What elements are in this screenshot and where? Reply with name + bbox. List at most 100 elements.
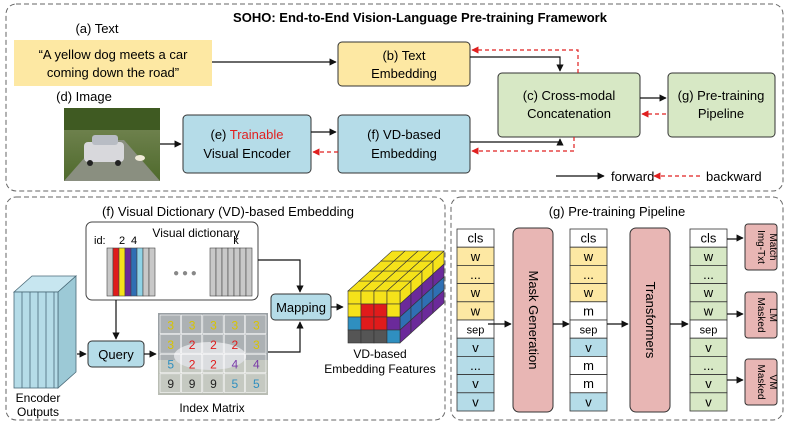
- matrix-cell: [181, 314, 203, 334]
- dictionary-id-label: id:: [94, 235, 106, 247]
- page-title: SOHO: End-to-End Vision-Language Pre-tra…: [233, 10, 608, 25]
- matrix-cell-value: 2: [210, 338, 217, 352]
- token-label: m: [583, 376, 594, 391]
- token-label: w: [583, 285, 594, 300]
- token-label: ...: [703, 358, 714, 373]
- matrix-cell: [223, 373, 245, 393]
- cube-front-cell: [373, 316, 388, 331]
- matrix-cell: [202, 334, 224, 354]
- top-panel: [5, 3, 784, 192]
- token-label: w: [703, 285, 714, 300]
- head-masked-vm: [744, 358, 778, 406]
- text-embedding-box: [337, 41, 471, 87]
- text-quote-box: [14, 40, 212, 86]
- cube-front-cell: [360, 329, 375, 344]
- pipeline-arrows: [488, 234, 744, 384]
- cube-front-cell: [360, 290, 375, 305]
- vd-panel-title: (f) Visual Dictionary (VD)-based Embeddi…: [102, 204, 354, 219]
- token-label: sep: [700, 325, 718, 337]
- dictionary-id-2: 2: [119, 235, 125, 247]
- matrix-cell-value: 9: [167, 377, 174, 391]
- token-label: ...: [583, 267, 594, 282]
- matrix-cell: [202, 314, 224, 334]
- visual-encoder-line2: Visual Encoder: [203, 146, 291, 161]
- cube-front-cell: [347, 303, 362, 318]
- matrix-cell-value: 3: [189, 318, 196, 332]
- token-label: w: [470, 249, 481, 264]
- mapping-label: Mapping: [276, 300, 326, 315]
- dictionary-entries-left: [106, 247, 156, 297]
- token-label: w: [583, 249, 594, 264]
- pipeline-line1: (g) Pre-training: [678, 88, 765, 103]
- matrix-cell: [223, 314, 245, 334]
- matrix-cell: [223, 334, 245, 354]
- head-itm-line2: Match: [767, 233, 778, 260]
- matrix-cell-value: 9: [189, 377, 196, 391]
- cube-front-cell: [386, 329, 401, 344]
- matrix-cell: [245, 353, 267, 374]
- query-label: Query: [98, 347, 134, 362]
- matrix-cell: [159, 334, 181, 354]
- matrix-cell-value: 5: [232, 377, 239, 391]
- token-label: v: [472, 340, 479, 355]
- matrix-cell-value: 3: [232, 318, 239, 332]
- token-label: cls: [701, 231, 717, 246]
- mask-generation-label: Mask Generation: [526, 271, 541, 370]
- head-masked-lm: [744, 291, 778, 339]
- head-mvm-line1: Masked: [755, 364, 766, 399]
- token-label: cls: [581, 231, 597, 246]
- pipeline-panel-title: (g) Pre-training Pipeline: [549, 204, 686, 219]
- token-label: v: [585, 340, 592, 355]
- image-label: (d) Image: [56, 89, 112, 104]
- mask-generation-box: [512, 227, 554, 413]
- matrix-cell-value: 3: [210, 318, 217, 332]
- token-label: w: [703, 303, 714, 318]
- crossmodal-box: [497, 72, 641, 138]
- transformers-label: Transformers: [643, 282, 658, 359]
- backward-arrows: [312, 46, 666, 156]
- pipeline-line2: Pipeline: [698, 106, 744, 121]
- features-line1: VD-based: [353, 347, 406, 361]
- matrix-cell-value: 3: [253, 338, 260, 352]
- vd-panel: [5, 196, 446, 421]
- dictionary-dots: ● ● ●: [173, 268, 197, 279]
- transformers-box: [629, 227, 671, 413]
- text-quote-line2: coming down the road”: [47, 65, 179, 80]
- token-label: w: [470, 303, 481, 318]
- pipeline-box: [667, 72, 776, 138]
- vd-embedding-box: [337, 114, 471, 174]
- legend-forward-label: forward: [611, 169, 654, 184]
- token-label: v: [472, 376, 479, 391]
- matrix-cell-value: 3: [253, 318, 260, 332]
- token-label: v: [705, 394, 712, 409]
- cube-front-cell: [360, 303, 375, 318]
- cube-front-cell: [373, 303, 388, 318]
- token-label: cls: [468, 231, 484, 246]
- matrix-cell: [245, 373, 267, 393]
- cube-front-cell: [386, 290, 401, 305]
- vd-embedding-line2: Embedding: [371, 146, 437, 161]
- dictionary-entries-right: [209, 247, 253, 297]
- cube-front-cell: [347, 329, 362, 344]
- matrix-cell: [202, 353, 224, 374]
- token-label: ...: [703, 267, 714, 282]
- matrix-cell-value: 2: [210, 358, 217, 372]
- token-label: m: [583, 358, 594, 373]
- cube-front-cell: [347, 290, 362, 305]
- matrix-cell-value: 4: [253, 358, 260, 372]
- cube-front-cell: [373, 290, 388, 305]
- head-mvm-line2: VM: [767, 375, 778, 390]
- text-embedding-line2: Embedding: [371, 66, 437, 81]
- encoder-outputs-stack: [12, 275, 78, 389]
- token-label: v: [472, 394, 479, 409]
- head-mlm-line2: LM: [767, 308, 778, 322]
- matrix-cell: [181, 353, 203, 374]
- cube-front-cell: [386, 303, 401, 318]
- cube-front-cell: [347, 316, 362, 331]
- matrix-cell: [202, 373, 224, 393]
